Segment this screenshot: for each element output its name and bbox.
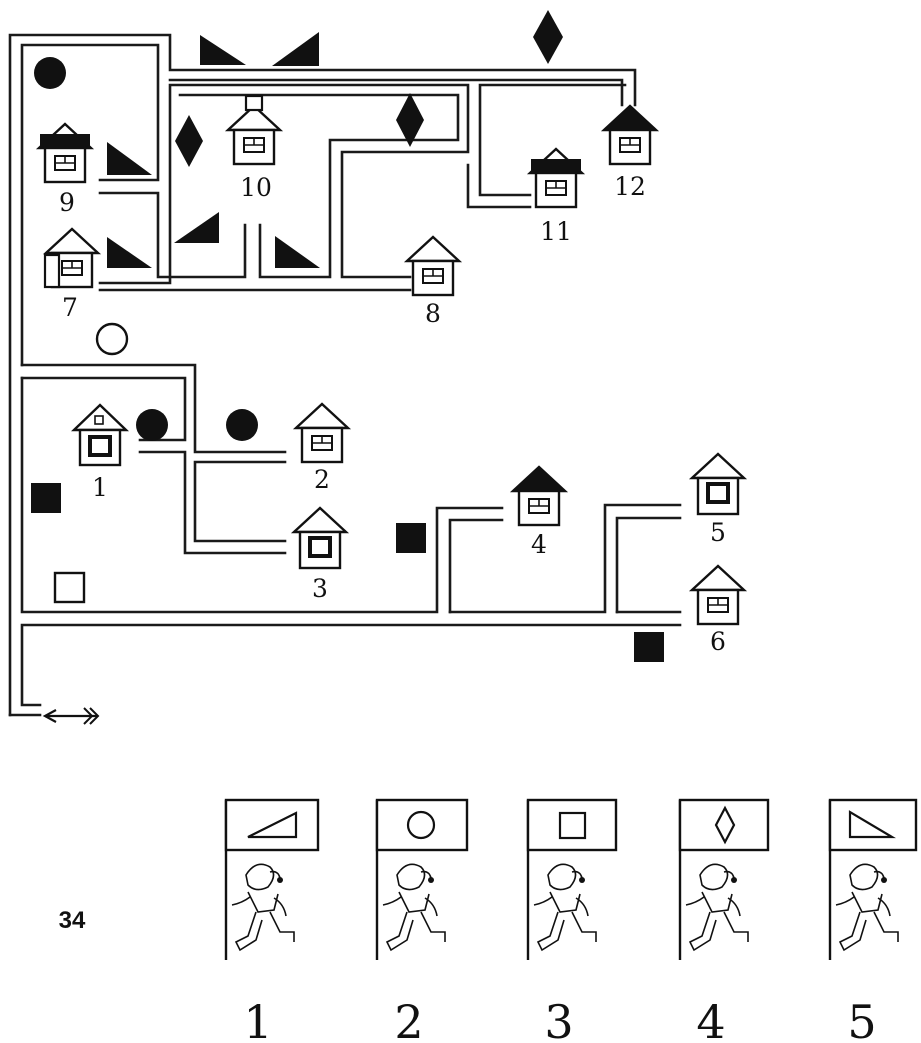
black-triangle-up-icon xyxy=(272,32,319,66)
house-5[interactable]: 5 xyxy=(692,454,744,547)
house-roof xyxy=(40,134,90,148)
black-square-icon xyxy=(634,632,664,662)
black-triangle-down-icon xyxy=(275,236,320,268)
flag xyxy=(528,800,616,850)
house-roof xyxy=(604,106,656,130)
road-to-4-inner xyxy=(450,520,502,612)
road-bottom xyxy=(22,625,680,705)
flag xyxy=(377,800,467,850)
road-to-2 xyxy=(140,452,285,553)
house-number: 1 xyxy=(92,473,108,502)
black-triangle-up-icon xyxy=(174,212,219,243)
black-triangle-down-icon xyxy=(107,237,152,268)
house-icon xyxy=(692,566,744,624)
house-2[interactable]: 2 xyxy=(296,404,348,494)
house-10[interactable]: 10 xyxy=(228,96,280,202)
house-number: 10 xyxy=(240,173,272,202)
boy-icon xyxy=(534,864,596,950)
runner-4[interactable]: 4 xyxy=(680,800,768,1043)
house-number: 9 xyxy=(59,188,75,217)
runner-number: 5 xyxy=(847,995,876,1043)
black-diamond-icon xyxy=(175,115,203,167)
house-11[interactable]: 11 xyxy=(530,149,582,246)
boy-icon xyxy=(383,864,445,950)
house-number: 12 xyxy=(614,172,646,201)
markers xyxy=(31,10,664,662)
house-7[interactable]: 7 xyxy=(45,229,98,322)
black-square-icon xyxy=(31,483,61,513)
house-8[interactable]: 8 xyxy=(407,237,459,328)
house-number: 11 xyxy=(540,217,572,246)
house-roof xyxy=(513,467,565,491)
house-side xyxy=(45,255,59,287)
road-to-5-inner xyxy=(617,518,680,612)
house-12[interactable]: 12 xyxy=(604,106,656,201)
house-icon xyxy=(296,404,348,462)
black-triangle-down-icon xyxy=(107,142,152,175)
page-number: 34 xyxy=(59,907,86,934)
house-attic xyxy=(246,96,262,110)
white-square-icon xyxy=(55,573,84,602)
house-number: 5 xyxy=(710,518,726,547)
boy-icon xyxy=(836,864,898,950)
house-3[interactable]: 3 xyxy=(294,508,346,603)
house-number: 8 xyxy=(425,299,441,328)
white-circle-icon xyxy=(97,324,127,354)
road-to-11-inner xyxy=(468,165,530,207)
runner-1[interactable]: 1 xyxy=(226,800,318,1043)
runner-number: 2 xyxy=(394,995,423,1043)
boy-icon xyxy=(686,864,748,950)
house-number: 6 xyxy=(710,627,726,656)
runner-5[interactable]: 5 xyxy=(830,800,916,1043)
house-icon xyxy=(228,106,280,164)
house-number: 4 xyxy=(531,530,547,559)
runner-3[interactable]: 3 xyxy=(528,800,616,1043)
black-circle-icon xyxy=(226,409,258,441)
house-number: 3 xyxy=(312,574,328,603)
boy-icon xyxy=(232,864,294,950)
page-number-box: 34 xyxy=(28,865,158,973)
flag xyxy=(680,800,768,850)
house-9[interactable]: 9 xyxy=(39,124,91,217)
road-inner-left xyxy=(22,45,158,365)
house-icon xyxy=(407,237,459,295)
house-icon xyxy=(530,149,582,207)
black-square-icon xyxy=(396,523,426,553)
runner-number: 3 xyxy=(544,995,573,1043)
roads xyxy=(10,35,680,715)
runner-number: 1 xyxy=(243,995,272,1043)
house-1[interactable]: 1 xyxy=(74,405,126,502)
black-circle-icon xyxy=(34,57,66,89)
house-icon xyxy=(39,124,91,182)
runner-number: 4 xyxy=(696,995,725,1043)
house-4[interactable]: 4 xyxy=(513,467,565,559)
black-diamond-icon xyxy=(533,10,563,64)
black-circle-icon xyxy=(136,409,168,441)
black-triangle-down-icon xyxy=(200,35,246,65)
runner-2[interactable]: 2 xyxy=(377,800,467,1043)
house-6[interactable]: 6 xyxy=(692,566,744,656)
house-roof xyxy=(531,159,581,173)
house-number: 2 xyxy=(314,465,330,494)
house-number: 7 xyxy=(62,293,78,322)
start-arrow-icon xyxy=(45,708,98,724)
